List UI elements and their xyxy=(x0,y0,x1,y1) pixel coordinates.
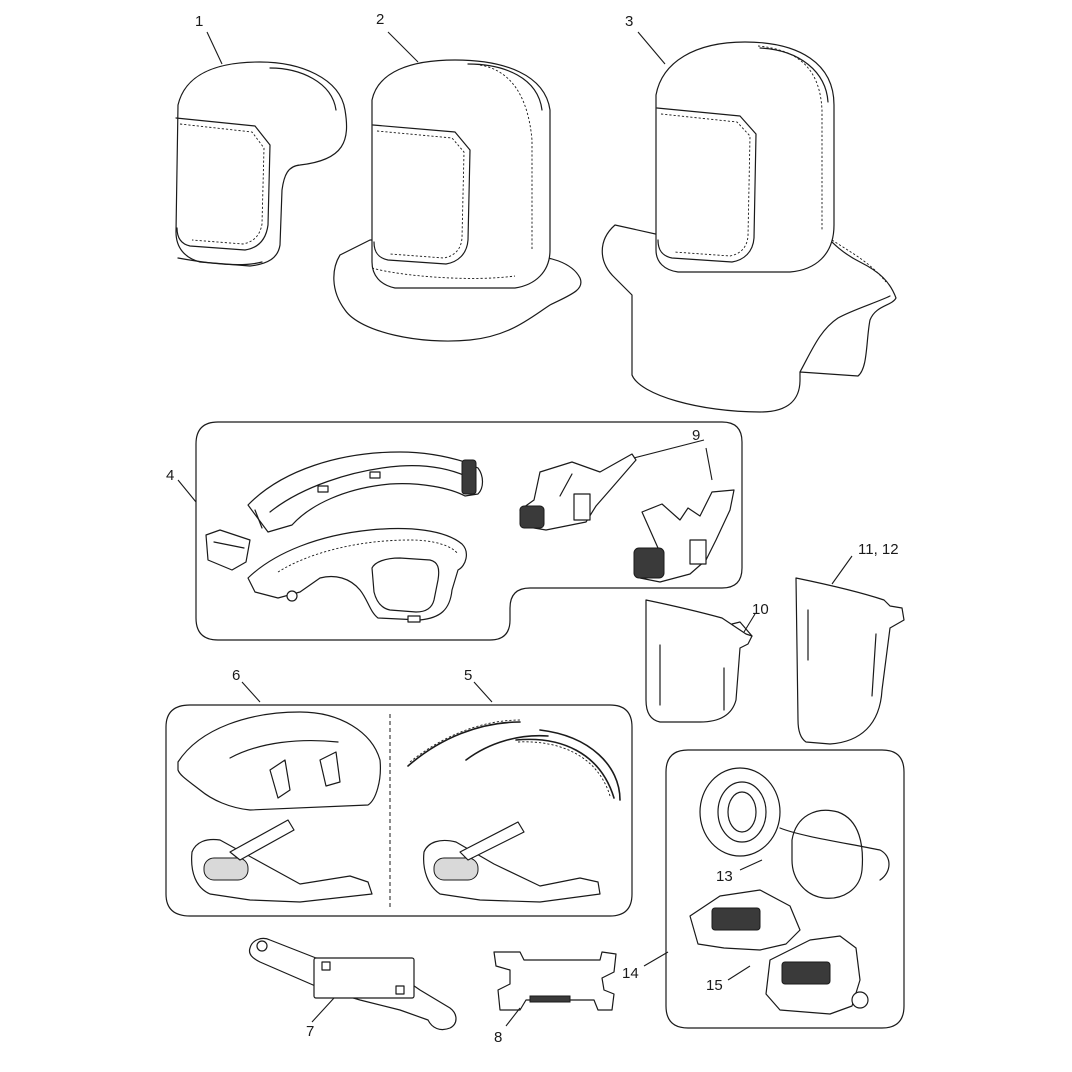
callout-9: 9 xyxy=(692,427,700,444)
callout-5: 5 xyxy=(464,667,472,684)
headband-attachment-illustration xyxy=(519,453,637,531)
callout-3: 3 xyxy=(625,13,633,30)
ear-muff-adapter-15-illustration xyxy=(689,889,869,1015)
parts-group-4-9-frame xyxy=(195,421,743,641)
callout-7: 7 xyxy=(306,1023,314,1040)
hood-1-illustration xyxy=(175,61,348,267)
visor-frame-upper-illustration xyxy=(247,451,484,533)
sweatband-7-illustration xyxy=(248,937,457,1031)
callout-1: 1 xyxy=(195,13,203,30)
filter-pad-8-illustration xyxy=(493,951,617,1011)
sweatband-strips-illustration xyxy=(407,719,621,801)
callout-14: 14 xyxy=(622,965,639,982)
callout-4: 4 xyxy=(166,467,174,484)
visor-clip-illustration xyxy=(205,529,251,571)
callout-10: 10 xyxy=(752,601,769,618)
callout-15: 15 xyxy=(706,977,723,994)
headband-5-illustration xyxy=(423,821,601,903)
visor-11-12-illustration xyxy=(795,577,905,745)
callout-13: 13 xyxy=(716,868,733,885)
hood-3-illustration xyxy=(601,41,897,413)
visor-frame-lower-illustration xyxy=(247,527,467,623)
callout-11-12: 11, 12 xyxy=(858,541,899,558)
hood-2-illustration xyxy=(333,59,582,342)
parts-group-13-15-frame xyxy=(665,749,905,1029)
callout-2: 2 xyxy=(376,11,384,28)
callout-8: 8 xyxy=(494,1029,502,1046)
ear-muffs-illustration xyxy=(699,767,890,899)
callout-6: 6 xyxy=(232,667,240,684)
leader-lines xyxy=(177,31,853,1027)
hard-hat-shell-illustration xyxy=(177,711,381,811)
headband-6-illustration xyxy=(191,819,373,903)
parts-group-5-6-frame xyxy=(165,704,633,917)
visor-10-illustration xyxy=(645,599,753,723)
headband-attachment-2-illustration xyxy=(633,489,735,583)
